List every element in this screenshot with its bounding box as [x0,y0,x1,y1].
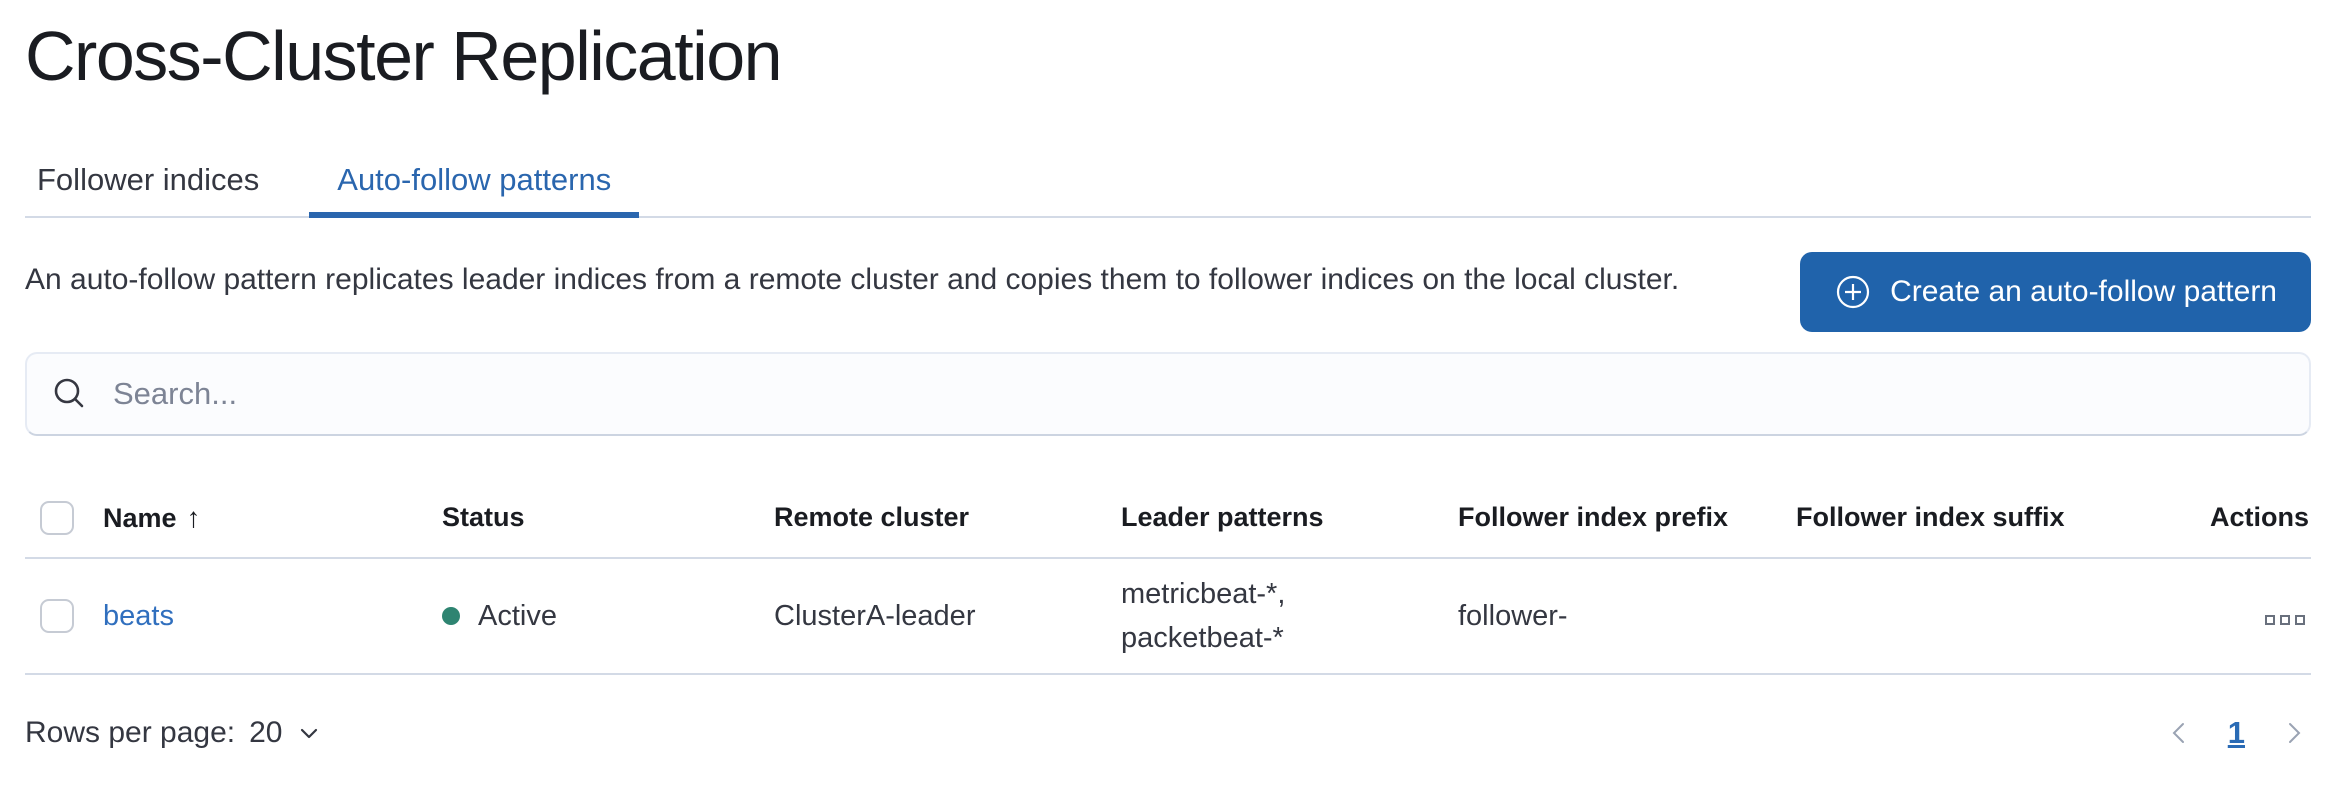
column-header-actions: Actions [2142,478,2311,559]
select-all-checkbox[interactable] [40,500,74,535]
column-header-name[interactable]: Name ↑ [89,478,428,559]
tab-follower-indices[interactable]: Follower indices [37,162,260,197]
sort-ascending-icon: ↑ [186,501,201,533]
plus-in-circle-icon [1836,275,1870,309]
search-input[interactable] [111,375,2285,413]
create-auto-follow-pattern-button[interactable]: Create an auto-follow pattern [1800,252,2311,332]
pagination: 1 [2162,715,2311,751]
previous-page-button[interactable] [2162,716,2196,750]
tab-auto-follow-patterns[interactable]: Auto-follow patterns [309,148,640,218]
column-header-leader-patterns: Leader patterns [1107,478,1444,559]
status-active-icon [442,607,460,625]
rows-per-page-selector[interactable]: Rows per page: 20 [25,716,321,750]
follower-index-prefix-cell: follower- [1444,558,1782,675]
chevron-down-icon [300,728,317,739]
table-header-row: Name ↑ Status Remote cluster Leader patte… [25,478,2311,559]
page-1-button[interactable]: 1 [2227,715,2245,750]
pattern-name-link[interactable]: beats [103,599,174,632]
chevron-right-icon [2289,723,2301,743]
next-page-button[interactable] [2277,716,2311,750]
leader-patterns-cell: metricbeat-*, packetbeat-* [1107,558,1444,675]
intro-section: An auto-follow pattern replicates leader… [25,252,2311,332]
page-title: Cross-Cluster Replication [25,17,783,95]
rows-per-page-value: 20 [249,716,283,749]
boxes-horizontal-icon [2265,614,2275,625]
follower-index-suffix-cell [1782,558,2142,675]
search-icon [54,378,84,408]
column-header-follower-index-suffix: Follower index suffix [1782,478,2142,559]
column-header-follower-index-prefix: Follower index prefix [1444,478,1782,559]
create-button-label: Create an auto-follow pattern [1890,275,2277,308]
table-footer: Rows per page: 20 1 [25,715,2311,751]
row-checkbox[interactable] [40,599,74,633]
page-description: An auto-follow pattern replicates leader… [25,263,1680,296]
status-label: Active [478,599,557,632]
table-row: beats Active ClusterA-leader metricbeat-… [25,558,2311,675]
search-bar [25,352,2311,436]
auto-follow-patterns-table: Name ↑ Status Remote cluster Leader patte… [25,478,2311,675]
chevron-left-icon [2172,723,2184,743]
column-header-name-label: Name [103,502,177,533]
remote-cluster-cell: ClusterA-leader [760,558,1107,675]
column-header-status: Status [428,478,760,559]
row-actions-menu-button[interactable] [2261,611,2309,629]
tab-bar: Follower indices Auto-follow patterns [25,148,2311,218]
column-header-remote-cluster: Remote cluster [760,478,1107,559]
rows-per-page-label: Rows per page: [25,716,236,749]
